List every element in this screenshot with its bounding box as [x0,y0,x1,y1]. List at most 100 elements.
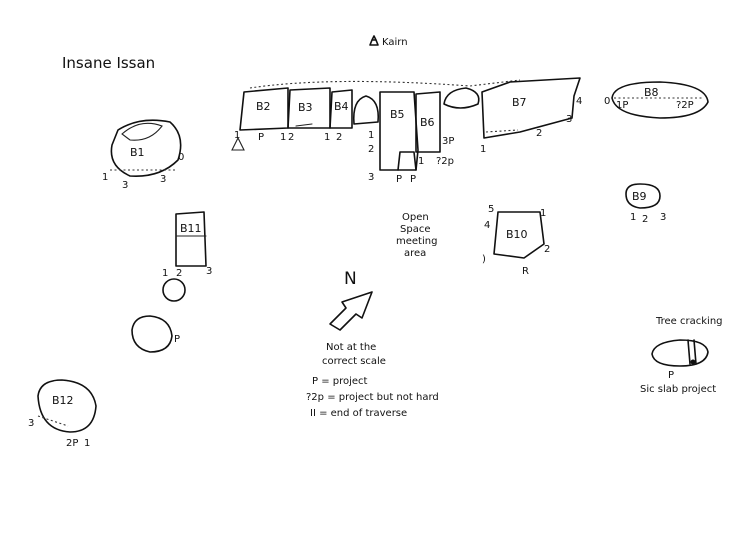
boulder-b7: B7 1 2 3 4 [480,77,582,155]
b10-mark-4: 2 [544,244,550,255]
b12-mark-2: 2P [66,438,78,449]
b8-outline [611,81,709,119]
b8-mark-2: 1P [616,100,628,111]
b10-mark-3: 1 [540,208,546,219]
b11-outline [175,211,207,267]
tree-title: Tree cracking [655,316,723,327]
rock-with-project: P [131,315,180,353]
b3-label: B3 [298,101,313,114]
open-space-note: Open Space meeting area [396,212,437,259]
boulder-b9: B9 1 2 3 [625,183,666,225]
b1-mark-2: 3 [122,180,128,191]
b1-label: B1 [130,146,145,159]
b2-mark-1: 1 [234,130,240,141]
open-space-line-3: meeting [396,236,437,247]
b5-mark-3: 3 [368,172,374,183]
tree-mark: P [668,370,674,381]
b4-mark-1: 1 [324,132,330,143]
small-rock [162,278,186,302]
legend-project-not-hard: ?2p = project but not hard [306,392,439,403]
b2-mark-2: P [258,132,264,143]
kairn-icon [369,35,379,46]
b12-mark-1: 3 [28,418,34,429]
rock-p-outline [131,315,173,353]
b8-label: B8 [644,86,659,99]
b11-mark-1: 1 [162,268,168,279]
b7-outline [481,77,581,139]
scale-note-line-1: Not at the [326,342,376,353]
b12-outline [37,379,97,433]
b1-mark-4: 0 [178,152,184,163]
b6-mark-2: ?2p [436,156,454,167]
b5-notch [397,151,417,171]
legend-project: P = project [312,376,368,387]
b1-outline [110,119,182,177]
b4-outline [329,89,353,129]
b5-label: B5 [390,108,405,121]
b9-label: B9 [632,190,647,203]
b4-label: B4 [334,100,349,113]
boulder-b4: B4 1 2 [324,89,353,143]
open-space-line-1: Open [402,212,429,223]
b5-mark-6: 1 [418,156,424,167]
b2-outline [239,87,289,131]
b7-mark-4: 4 [576,96,582,107]
rock-between-b6-b7 [443,87,480,109]
b1-mark-1: 1 [102,172,108,183]
boulder-b1: B1 1 3 3 0 [102,119,184,191]
b7-mark-3: 3 [566,114,572,125]
b8-mark-1: 0 [604,96,610,107]
b1-mark-3: 3 [160,174,166,185]
b1-top-face [121,122,163,141]
north-label: N [344,269,357,289]
open-space-line-4: area [404,248,426,259]
page-title: Insane Issan [62,54,155,72]
tree-crack-dot [690,359,696,365]
boulder-b2: B2 1 P 1 2 [231,87,294,151]
b5-mark-5: P [410,174,416,185]
legend-end-traverse: II = end of traverse [310,408,407,419]
tree-cracking: Tree cracking P Sic slab project [640,316,723,395]
path-trace [249,79,521,89]
b10-mark-6: R [522,266,529,277]
b9-mark-2: 2 [642,214,648,225]
hazard-icon [231,136,245,151]
b2-mark-3: 1 [280,132,286,143]
b7-mark-1: 1 [480,144,486,155]
b2-mark-4: 2 [288,132,294,143]
boulder-b12: B12 3 2P 1 [28,379,97,449]
boulder-b3: B3 [287,87,331,129]
b9-mark-1: 1 [630,212,636,223]
b10-mark-2: 4 [484,220,490,231]
b10-outline [493,211,545,259]
b6-mark-1: 3P [442,136,454,147]
rock-p-mark: P [174,334,180,345]
b10-mark-5: ) [482,254,486,265]
b7-base-line [485,129,519,133]
b3-outline [287,87,331,129]
b9-outline [625,183,661,209]
b6-label: B6 [420,116,435,129]
open-space-line-2: Space [400,224,430,235]
b11-mark-2: 2 [176,268,182,279]
boulder-b11: B11 1 2 3 [162,211,212,279]
b5-mark-2: 2 [368,144,374,155]
boulder-b6: B6 3P ?2p [415,91,454,167]
rock-between-b4-b5 [352,95,380,125]
b11-mark-3: 3 [206,266,212,277]
tree-crack [687,339,697,365]
b4-mark-2: 2 [336,132,342,143]
b12-line [37,415,69,427]
b2-label: B2 [256,100,271,113]
b11-label: B11 [180,222,202,235]
b9-mark-3: 3 [660,212,666,223]
boulder-b8: B8 0 1P ?2P [604,81,709,119]
scale-note-line-2: correct scale [322,356,386,367]
b6-outline [415,91,441,153]
b10-label: B10 [506,228,528,241]
notes: Not at the correct scale P = project ?2p… [306,342,439,419]
b12-mark-3: 1 [84,438,90,449]
tree-slab-label: Sic slab project [640,384,716,395]
b5-mark-4: P [396,174,402,185]
